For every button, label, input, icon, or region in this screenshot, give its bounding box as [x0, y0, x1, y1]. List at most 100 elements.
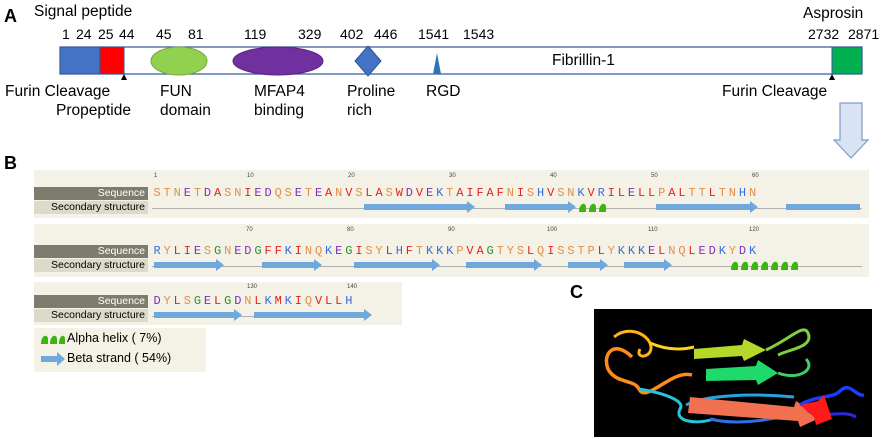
residue: Y [607, 244, 615, 258]
residue: G [486, 244, 494, 258]
residue: E [294, 186, 302, 200]
residue: D [738, 244, 747, 258]
residue: I [294, 244, 302, 258]
residue: K [577, 186, 585, 200]
residue: H [537, 186, 545, 200]
residue: Q [314, 244, 323, 258]
proline-label-2: rich [347, 102, 372, 119]
ruler-tick-130: 130 [247, 284, 258, 290]
residue: N [748, 186, 757, 200]
fun-domain-ellipse [150, 46, 208, 76]
residue: K [284, 244, 292, 258]
residue: V [466, 244, 474, 258]
proline-rich-diamond [354, 45, 382, 77]
residue: Q [274, 186, 282, 200]
secondary-elements-2 [154, 259, 798, 271]
residue: E [648, 244, 656, 258]
secondary-structure-legend: Alpha helix ( 7%) Beta strand ( 54%) [34, 328, 206, 372]
sequence-row-label: Sequence [34, 187, 148, 200]
residue: E [193, 244, 202, 258]
ruler-1: 1 10 20 30 40 50 60 [154, 173, 866, 181]
secondary-elements-1 [364, 201, 860, 213]
beta-strand-arrow [656, 201, 758, 213]
residue: L [648, 186, 656, 200]
signal-peptide-block [59, 46, 101, 75]
residue: I [516, 186, 525, 200]
residue: K [284, 294, 292, 308]
residue: I [547, 244, 555, 258]
residue: D [234, 294, 242, 308]
residue: L [526, 244, 535, 258]
residue: P [456, 244, 464, 258]
ruler-tick-140: 140 [347, 284, 358, 290]
residue: K [748, 244, 757, 258]
residue: K [637, 244, 646, 258]
residue: I [466, 186, 474, 200]
residue-number-1543: 1543 [463, 26, 495, 42]
panel-label-a: A [4, 6, 17, 26]
residue-number-44: 44 [119, 26, 135, 42]
residue: L [173, 294, 181, 308]
residue: L [678, 186, 686, 200]
residue: D [708, 244, 716, 258]
beta-strand-arrow [624, 259, 672, 271]
fun-domain-label-2: domain [160, 102, 211, 119]
ruler-tick-110: 110 [648, 227, 658, 233]
proline-label-1: Proline [347, 83, 396, 100]
residue: L [254, 294, 262, 308]
residue: E [203, 294, 212, 308]
residue: V [547, 186, 555, 200]
residue: S [224, 186, 232, 200]
ruler-2: 70 80 90 100 110 120 [154, 227, 866, 235]
ruler-tick-30: 30 [449, 173, 456, 179]
secondary-structure-row-label: Secondary structure [34, 201, 148, 214]
ruler-tick-100: 100 [547, 227, 558, 233]
residue-number-1: 1 [62, 26, 70, 42]
residue: L [688, 244, 696, 258]
ruler-tick-60: 60 [752, 173, 759, 179]
residue: I [183, 244, 191, 258]
residue: R [597, 186, 605, 200]
beta-strand-arrow [262, 259, 322, 271]
residue: K [436, 186, 444, 200]
residue: S [385, 186, 393, 200]
residue: A [214, 186, 222, 200]
residue: K [627, 244, 636, 258]
residue: T [193, 186, 202, 200]
signal-peptide-label: Signal peptide [34, 3, 133, 20]
residue-number-1541: 1541 [418, 26, 450, 42]
residue: E [183, 186, 191, 200]
residue: N [244, 294, 252, 308]
residue: S [355, 186, 363, 200]
residue: P [587, 244, 595, 258]
residue: N [224, 244, 232, 258]
residue: V [587, 186, 595, 200]
residue: L [365, 186, 373, 200]
asprosin-3d-structure-render [594, 309, 872, 437]
residue: T [577, 244, 585, 258]
residue: I [294, 294, 302, 308]
residue: N [173, 186, 181, 200]
ruler-tick-40: 40 [550, 173, 557, 179]
residue: A [456, 186, 464, 200]
residue: T [698, 186, 706, 200]
fibrillin-domain-map [59, 45, 870, 159]
residue: E [425, 186, 434, 200]
residue: T [304, 186, 313, 200]
mfap4-label-2: binding [254, 102, 304, 119]
residue-number-81: 81 [188, 26, 204, 42]
residue: S [557, 186, 565, 200]
residue: E [314, 186, 323, 200]
residue: N [304, 244, 313, 258]
residue: A [325, 186, 333, 200]
ruler-tick-80: 80 [347, 227, 354, 233]
residue: G [193, 294, 202, 308]
residue-number-446: 446 [374, 26, 398, 42]
beta-strand-arrow [154, 259, 224, 271]
beta-strand-legend-label: Beta strand ( 54%) [67, 351, 172, 365]
alpha-helix-legend-icon [41, 335, 65, 344]
furin-cleavage-marker-left [121, 74, 127, 80]
panel-label-c: C [570, 282, 583, 302]
residue: A [486, 186, 494, 200]
